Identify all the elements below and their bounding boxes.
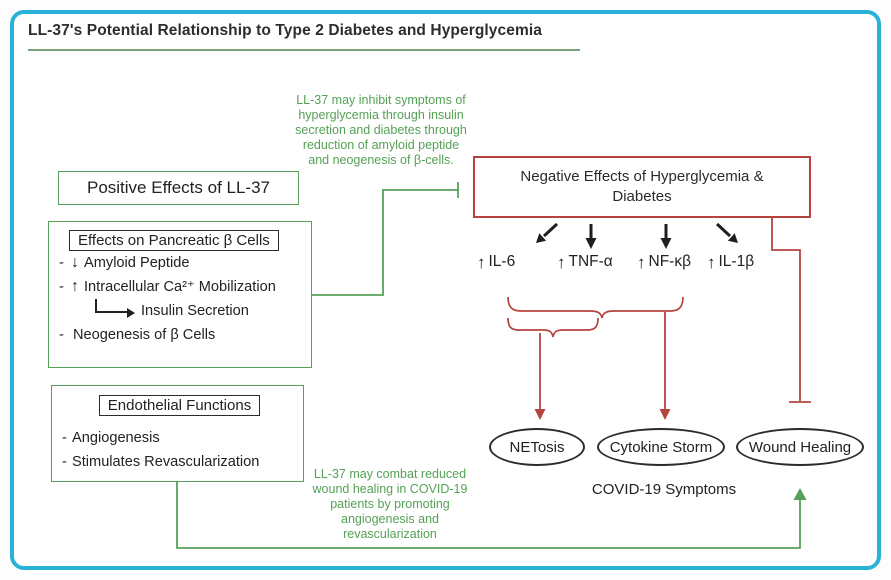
negative-effects-heading: Negative Effects of Hyperglycemia & Diab… [520,167,764,205]
cytokine-il6: ↑ IL-6 [477,253,516,272]
note-ll37-combats-wound-healing: LL-37 may combat reduced wound healing i… [312,467,468,541]
list-item-calcium-mobilization: - ↑ Intracellular Ca²⁺ Mobilization [59,275,305,299]
up-arrow-icon: ↑ [71,278,79,295]
outcome-oval-netosis: NETosis [489,428,585,466]
outcome-oval-cytokine-storm: Cytokine Storm [597,428,725,466]
pancreatic-effects-panel: Effects on Pancreatic β Cells - ↓ Amyloi… [48,221,312,368]
positive-effects-heading: Positive Effects of LL-37 [86,178,270,197]
list-item-angiogenesis: - Angiogenesis [62,430,160,446]
cytokine-nf-kb: ↑ NF-κβ [637,253,691,272]
title-underline [28,49,580,51]
cytokine-il1-beta: ↑ IL-1β [707,253,755,272]
negative-effects-heading-box: Negative Effects of Hyperglycemia & Diab… [473,156,811,218]
up-arrow-icon: ↑ [477,253,486,272]
pancreatic-panel-title: Effects on Pancreatic β Cells [69,230,279,251]
down-arrow-icon: ↓ [71,254,79,271]
cytokine-tnf-alpha: ↑ TNF-α [557,253,613,272]
list-item-neogenesis: - Neogenesis of β Cells [59,327,216,343]
endothelial-functions-panel: Endothelial Functions - Angiogenesis - S… [51,385,304,482]
l-shaped-arrow-icon [95,299,135,318]
up-arrow-icon: ↑ [637,253,646,272]
list-item-amyloid-peptide: - ↓ Amyloid Peptide [59,251,305,275]
up-arrow-icon: ↑ [707,253,716,272]
endothelial-panel-title: Endothelial Functions [98,395,261,416]
covid-symptoms-caption: COVID-19 Symptoms [591,481,737,498]
page-title: LL-37's Potential Relationship to Type 2… [28,22,542,39]
up-arrow-icon: ↑ [557,253,566,272]
list-item-revascularization: - Stimulates Revascularization [62,454,260,470]
positive-effects-heading-box: Positive Effects of LL-37 [58,171,299,205]
list-item-insulin-secretion: Insulin Secretion [59,299,305,323]
note-ll37-inhibits-hyperglycemia: LL-37 may inhibit symptoms of hyperglyce… [295,93,467,167]
outcome-oval-wound-healing: Wound Healing [736,428,864,466]
